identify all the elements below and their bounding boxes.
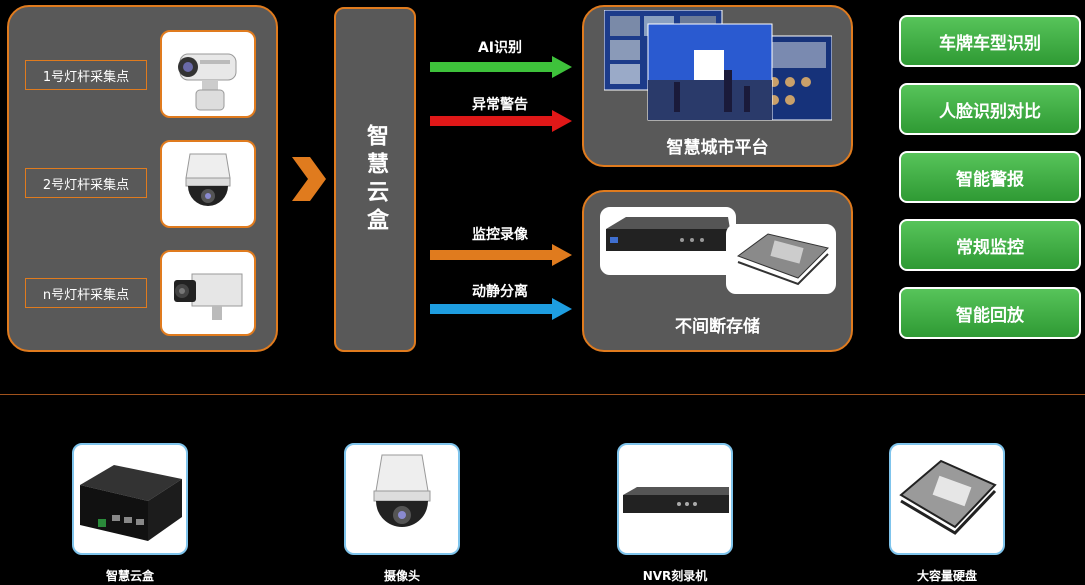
device-hdd-image (889, 443, 1005, 555)
section-divider (0, 394, 1085, 395)
feature-smart-playback: 智能回放 (899, 287, 1081, 339)
smart-city-platform-title: 智慧城市平台 (666, 138, 769, 158)
nvr-recorder-image (600, 207, 736, 275)
smart-cloud-box-title: 智慧云盒 (363, 123, 388, 236)
device-hdd-label: 大容量硬盘 (916, 569, 977, 583)
feature-regular-monitoring: 常规监控 (899, 219, 1081, 271)
device-nvr-label: NVR刻录机 (642, 569, 708, 583)
feature-face-recognition: 人脸识别对比 (899, 83, 1081, 135)
continuous-storage-title: 不间断存储 (675, 317, 760, 337)
device-camera-label: 摄像头 (383, 569, 420, 583)
hard-disk-image (726, 224, 836, 294)
device-cloud-box-label: 智慧云盒 (105, 569, 154, 583)
feature-smart-alarm: 智能警报 (899, 151, 1081, 203)
collection-point-2-label: 2号灯杆采集点 (25, 168, 147, 198)
arrow-label-ai: AI识别 (477, 40, 523, 56)
smart-cloud-box-panel: 智慧云盒 (334, 7, 416, 352)
flow-chevron-icon (288, 155, 328, 203)
blue-arrow-icon (430, 298, 572, 320)
dome-camera-image (160, 140, 256, 228)
collection-point-1-label: 1号灯杆采集点 (25, 60, 147, 90)
device-cloud-box-image (72, 443, 188, 555)
arrow-label-separation: 动静分离 (472, 284, 528, 300)
box-camera-image (160, 250, 256, 336)
feature-plate-recognition: 车牌车型识别 (899, 15, 1081, 67)
bullet-ptz-camera-image (160, 30, 256, 118)
red-arrow-icon (430, 110, 572, 132)
green-arrow-icon (430, 56, 572, 78)
arrow-label-alarm: 异常警告 (472, 97, 528, 113)
orange-arrow-icon (430, 244, 572, 266)
collection-point-n-label: n号灯杆采集点 (25, 278, 147, 308)
arrow-label-recording: 监控录像 (472, 227, 528, 243)
device-nvr-image (617, 443, 733, 555)
platform-screens-image (603, 9, 833, 122)
device-camera-image (344, 443, 460, 555)
